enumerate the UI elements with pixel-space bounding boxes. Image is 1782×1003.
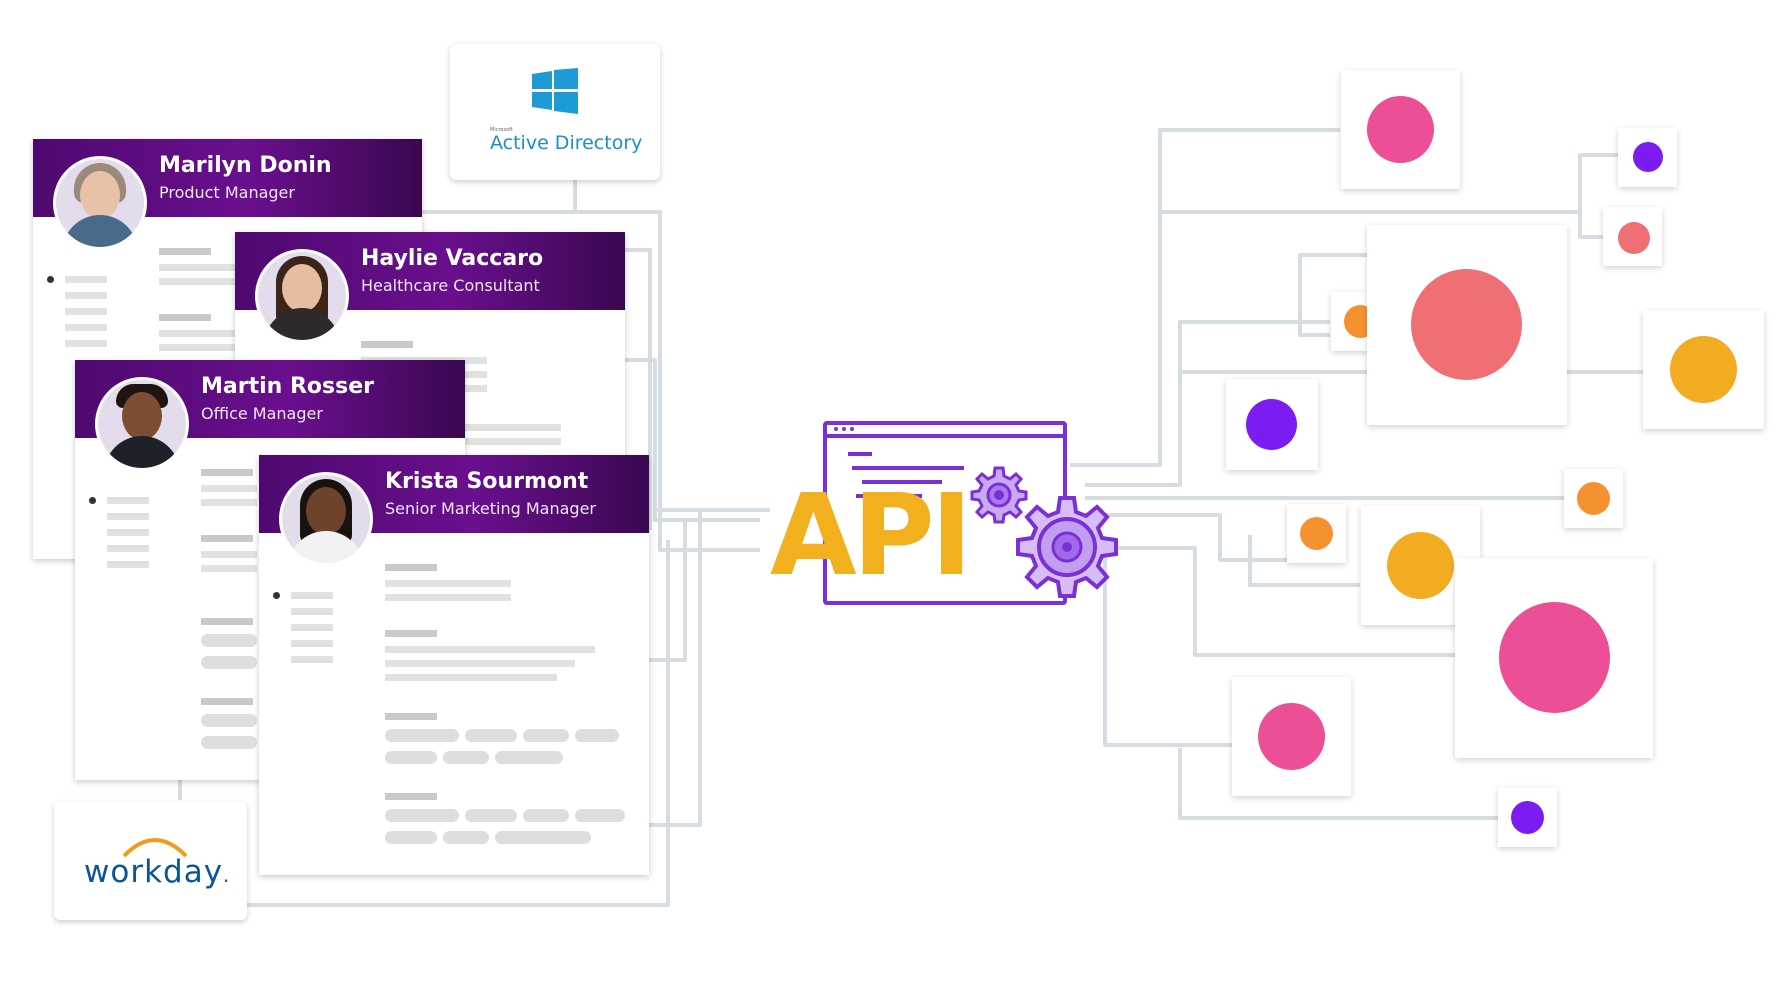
- profile-title: Office Manager: [201, 404, 323, 423]
- node-small-orange-center: [1287, 504, 1346, 563]
- profile-name: Krista Sourmont: [385, 469, 589, 494]
- node-circle: [1577, 482, 1610, 515]
- node-amber-right: [1643, 310, 1764, 429]
- node-xl-coral: [1367, 225, 1567, 425]
- avatar: [95, 377, 189, 471]
- node-amber-center: [1361, 506, 1480, 625]
- bullet: [47, 276, 54, 283]
- profile-title: Senior Marketing Manager: [385, 499, 596, 518]
- bullet: [89, 497, 96, 504]
- node-circle: [1511, 801, 1544, 834]
- workday-logo-box: workday.: [54, 802, 247, 920]
- node-small-violet: [1618, 128, 1677, 187]
- active-directory-logo-box: Microsoft Active Directory: [450, 44, 660, 180]
- node-circle: [1387, 532, 1454, 599]
- workday-label: workday.: [84, 854, 231, 890]
- workday-arc-icon: [122, 838, 188, 858]
- avatar: [255, 249, 349, 343]
- profile-name: Marilyn Donin: [159, 153, 332, 178]
- node-circle: [1633, 142, 1663, 172]
- avatar: [53, 156, 147, 250]
- node-small-coral: [1603, 207, 1662, 266]
- microsoft-brand-text: Microsoft: [490, 127, 513, 133]
- profile-name: Martin Rosser: [201, 374, 374, 399]
- node-circle: [1618, 222, 1650, 254]
- node-circle: [1246, 399, 1297, 450]
- node-circle: [1300, 517, 1333, 550]
- profile-title: Healthcare Consultant: [361, 276, 540, 295]
- gear-icon: [1016, 496, 1118, 598]
- bullet: [273, 592, 280, 599]
- windows-logo-icon: [532, 68, 578, 114]
- node-circle: [1670, 336, 1737, 403]
- node-circle: [1367, 96, 1434, 163]
- node-large-pink-top: [1341, 70, 1460, 189]
- node-circle: [1258, 703, 1325, 770]
- node-small-violet-bottom: [1498, 788, 1557, 847]
- node-circle: [1411, 269, 1522, 380]
- node-violet-mid: [1226, 379, 1318, 470]
- profile-title: Product Manager: [159, 183, 295, 202]
- avatar: [279, 472, 373, 566]
- api-label: API: [770, 471, 972, 601]
- node-xl-pink: [1455, 558, 1653, 758]
- node-circle: [1499, 602, 1610, 713]
- profile-card-krista: Krista Sourmont Senior Marketing Manager: [259, 455, 649, 875]
- node-small-orange-right: [1564, 469, 1623, 528]
- node-pink-bottom: [1232, 677, 1351, 796]
- active-directory-label: Active Directory: [490, 132, 643, 154]
- profile-name: Haylie Vaccaro: [361, 246, 544, 271]
- gear-icon: [970, 466, 1028, 524]
